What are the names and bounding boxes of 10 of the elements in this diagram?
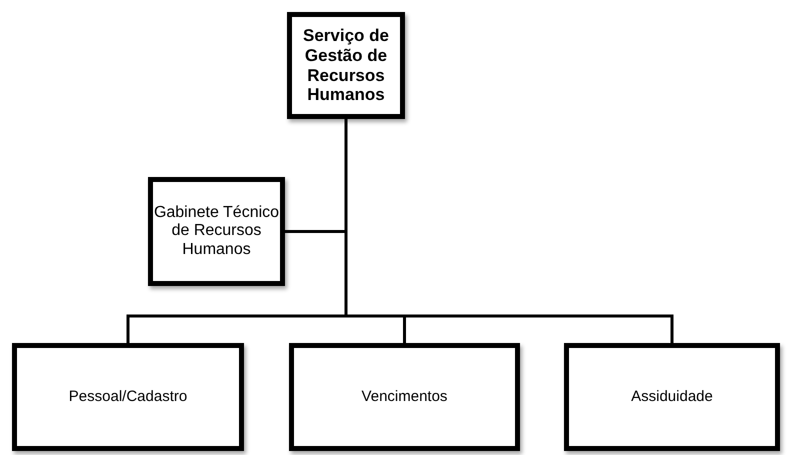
box-label: Vencimentos [362,388,448,406]
box-label: Pessoal/Cadastro [68,388,188,406]
section-box [12,343,244,451]
section-box [564,343,780,451]
department-box [287,12,405,119]
box-label: Serviço de Gestão de Recursos Humanos [302,26,390,105]
box-label: Gabinete Técnico de Recursos Humanos [153,204,280,260]
office-box [148,177,285,286]
section-box [289,343,520,451]
box-label: Assiduidade [631,388,713,406]
